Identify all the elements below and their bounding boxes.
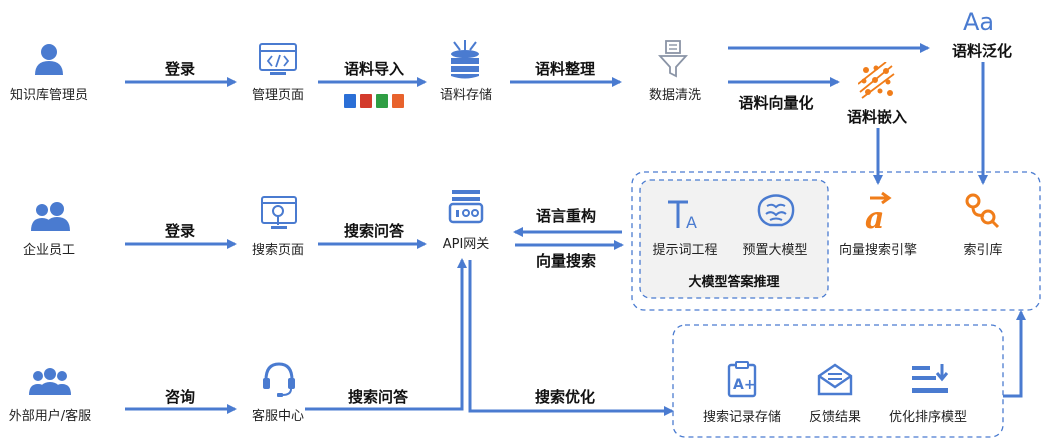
label-data-clean: 数据清洗: [648, 88, 702, 103]
font-aa-icon: Aa: [963, 8, 994, 34]
edge-label-organize: 语料整理: [534, 60, 596, 78]
mail-icon: [817, 363, 853, 396]
edge-label-search-qa1: 搜索问答: [343, 222, 405, 240]
user-icon: [35, 44, 63, 75]
edge-label-consult: 咨询: [164, 388, 196, 406]
edge-label-login1: 登录: [164, 60, 196, 78]
label-external-user: 外部用户/客服: [8, 409, 92, 424]
brain-icon: [757, 194, 795, 227]
label-search-log: 搜索记录存储: [702, 410, 782, 425]
label-model-panel: 大模型答案推理: [688, 275, 780, 290]
edge-label-vector-search: 向量搜索: [535, 252, 597, 270]
optimize-container: [672, 324, 1004, 438]
edge-search-qa2: [305, 258, 467, 411]
edge-feedback-up: [1003, 310, 1026, 398]
edge-label-rewrite: 语言重构: [535, 207, 597, 225]
users-icon: [31, 202, 70, 231]
label-vector-engine: 向量搜索引擎: [838, 243, 918, 258]
label-index-lib: 索引库: [963, 243, 1003, 258]
embedding-icon: [858, 62, 895, 99]
label-prompt-eng: 提示词工程: [652, 243, 718, 258]
text-ta-icon: A: [668, 200, 697, 232]
edge-label-login2: 登录: [164, 222, 196, 240]
edge-label-search-qa2: 搜索问答: [347, 388, 409, 406]
svg-text:A+: A+: [733, 377, 756, 393]
edge-label-vectorize: 语料向量化: [738, 94, 814, 112]
clipboard-icon: A+: [727, 361, 757, 398]
model-inference-panel: [639, 179, 829, 299]
label-feedback: 反馈结果: [808, 410, 862, 425]
label-rank-model: 优化排序模型: [888, 410, 968, 425]
label-service-center: 客服中心: [251, 409, 305, 424]
sort-icon: [912, 364, 949, 393]
code-window-icon: [259, 43, 297, 75]
label-search-page: 搜索页面: [251, 243, 305, 258]
label-kb-admin: 知识库管理员: [9, 88, 89, 103]
gateway-icon: [448, 190, 484, 224]
label-preset-model: 预置大模型: [742, 243, 808, 258]
headset-icon: [263, 362, 295, 397]
svg-text:A: A: [686, 213, 697, 232]
label-employee: 企业员工: [22, 243, 76, 258]
funnel-icon: [658, 40, 688, 78]
file-types-icon: [344, 94, 404, 108]
label-corpus-general: 语料泛化: [951, 42, 1013, 60]
vector-a-icon: a: [865, 191, 892, 232]
right-service-container: [631, 171, 1041, 311]
index-search-icon: [965, 193, 1000, 229]
label-corpus-embed: 语料嵌入: [846, 108, 908, 126]
group-icon: [29, 368, 71, 395]
search-page-icon: [261, 196, 297, 229]
database-icon: [451, 40, 479, 79]
edge-label-search-opt: 搜索优化: [534, 388, 596, 406]
edge-label-import: 语料导入: [343, 60, 405, 78]
label-api-gateway: API网关: [442, 237, 490, 252]
svg-text:Aa: Aa: [963, 8, 994, 34]
label-corpus-store: 语料存储: [439, 88, 493, 103]
edge-search-opt: [468, 260, 674, 416]
svg-text:a: a: [865, 201, 884, 232]
label-manage-page: 管理页面: [251, 88, 305, 103]
